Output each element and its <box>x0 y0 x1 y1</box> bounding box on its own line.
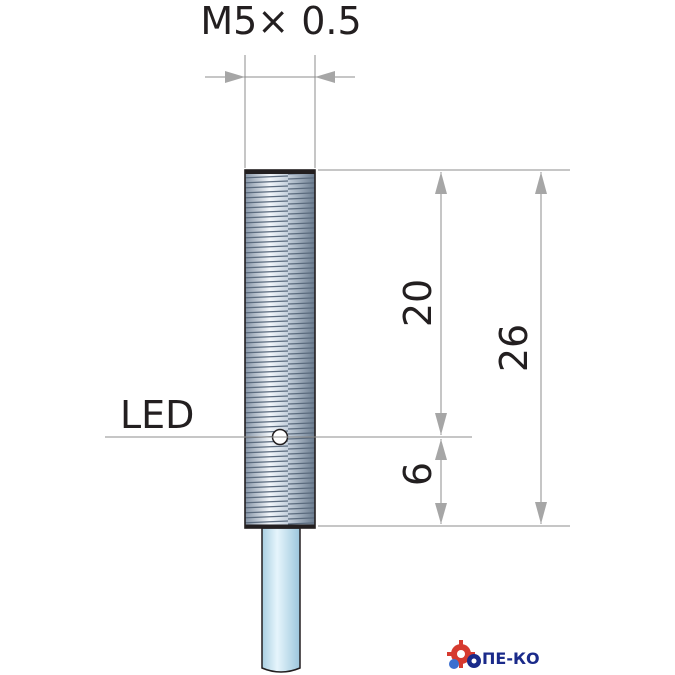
cable <box>261 527 301 673</box>
threaded-body <box>244 169 316 529</box>
logo-text: ПЕ-КО <box>482 649 540 668</box>
led-offset-dimension <box>435 439 447 524</box>
total-length-label: 26 <box>492 324 536 372</box>
thread-length-dimension <box>435 172 447 435</box>
gear-icon <box>447 640 481 669</box>
thread-width-dimension <box>205 71 355 83</box>
led-offset-label: 6 <box>396 462 440 486</box>
total-length-dimension <box>535 172 547 524</box>
thread-label: M5× 0.5 <box>200 0 361 43</box>
led-label: LED <box>120 393 194 437</box>
thread-length-label: 20 <box>396 279 440 327</box>
extension-lines <box>244 55 570 527</box>
company-logo: ПЕ-КО <box>447 640 540 669</box>
